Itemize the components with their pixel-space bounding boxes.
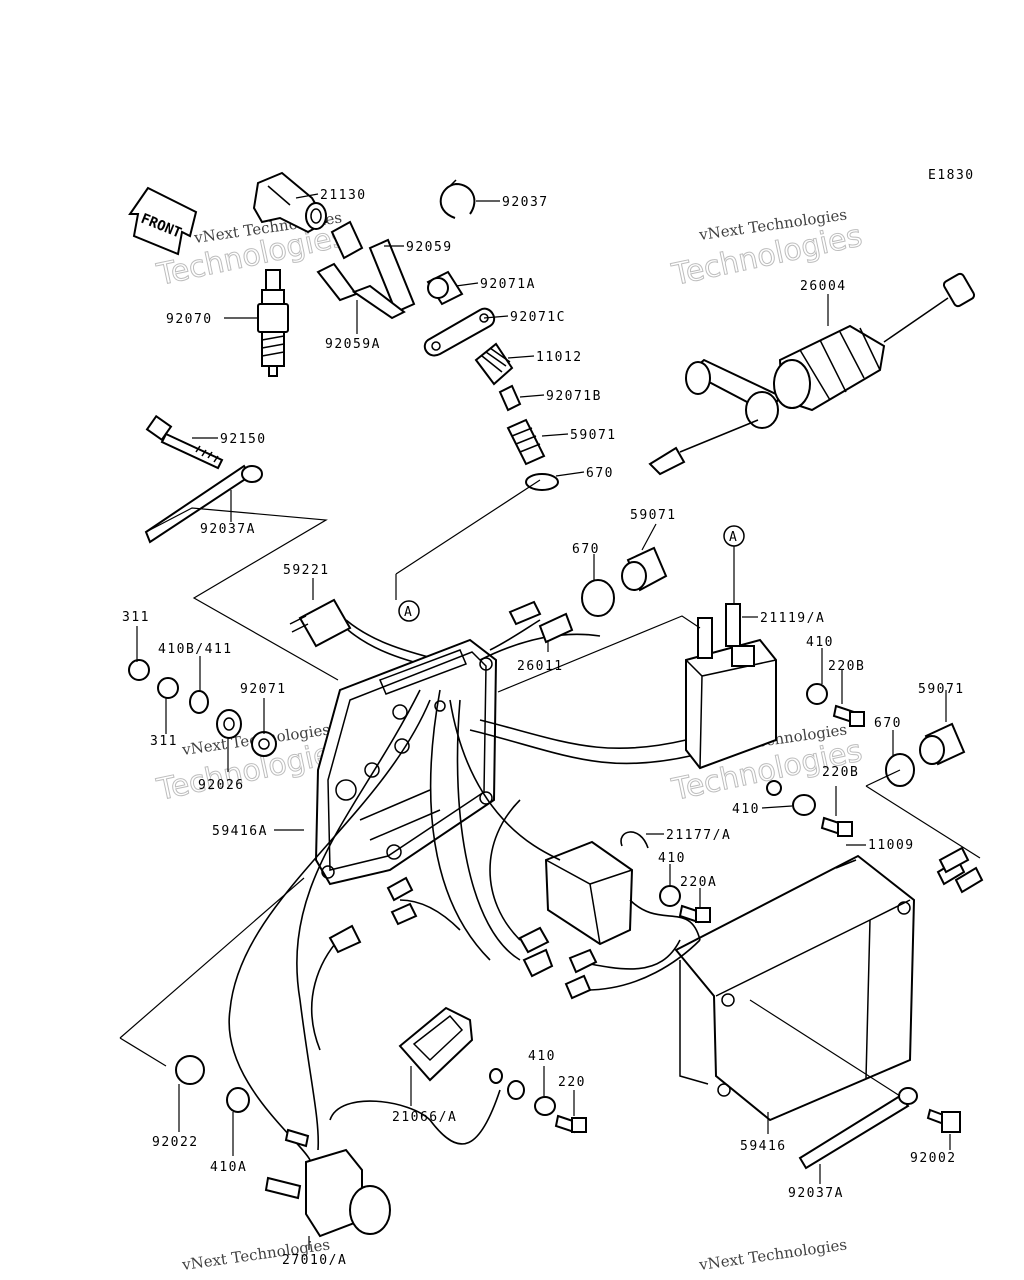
wiring-harness — [228, 619, 701, 1161]
box-cover-59416 — [674, 854, 916, 1122]
bolt-220B-b — [820, 816, 853, 837]
label-311-a: 311 — [122, 610, 150, 625]
label-92037A-left: 92037A — [200, 522, 256, 537]
label-92037A-right: 92037A — [788, 1186, 844, 1201]
part-labels: 21130 92037 92059 92070 92059A 92071A 92… — [122, 188, 965, 1268]
bolt-220 — [554, 1114, 587, 1134]
washer-410-mid — [659, 885, 681, 907]
label-92059A: 92059A — [325, 337, 381, 352]
starter-relay-27010A — [264, 1128, 391, 1238]
bolt-220A — [678, 904, 711, 924]
nut-311-b — [157, 677, 179, 699]
label-92002: 92002 — [910, 1151, 957, 1166]
label-59221: 59221 — [283, 563, 330, 578]
label-220B-b: 220B — [822, 765, 859, 780]
label-26004: 26004 — [800, 279, 847, 294]
grommet-92026 — [216, 709, 242, 739]
bolt-220B-a — [832, 704, 865, 727]
svg-text:A: A — [729, 530, 738, 545]
washer-410A — [226, 1087, 250, 1113]
label-311-b: 311 — [150, 734, 178, 749]
terminal-ring — [507, 1080, 525, 1100]
svg-text:A: A — [404, 605, 413, 620]
washer-92022 — [175, 1055, 205, 1085]
washer-small — [766, 780, 782, 796]
diagram-code: E1830 — [928, 168, 975, 183]
washer-410-right — [806, 683, 828, 705]
label-410A: 410A — [210, 1160, 247, 1175]
callout-a-right: A — [723, 525, 745, 547]
label-92022: 92022 — [152, 1135, 199, 1150]
label-670-right: 670 — [874, 716, 902, 731]
label-410B-411: 410B/411 — [158, 642, 233, 657]
washer-410B — [189, 690, 209, 714]
label-59416: 59416 — [740, 1139, 787, 1154]
label-410-lower: 410 — [732, 802, 760, 817]
o-ring-670-mid — [581, 579, 615, 617]
label-11009: 11009 — [868, 838, 915, 853]
ignition-coil-21119A — [685, 603, 777, 770]
label-27010A: 27010/A — [282, 1253, 347, 1268]
hose-92059 — [316, 220, 416, 320]
electric-box-59416A — [314, 638, 498, 886]
label-220: 220 — [558, 1075, 586, 1090]
clamp-92037-icon — [439, 182, 476, 219]
wire-terminals — [328, 600, 970, 1000]
label-26011: 26011 — [517, 659, 564, 674]
front-arrow-icon: FRONT — [128, 186, 198, 256]
label-670-top: 670 — [586, 466, 614, 481]
callout-a-left: A — [398, 600, 420, 622]
label-410-bottom: 410 — [528, 1049, 556, 1064]
label-92071B: 92071B — [546, 389, 602, 404]
watermark-text: vNext Technologies — [697, 1235, 848, 1274]
bolt-92150 — [145, 414, 224, 470]
label-21066A: 21066/A — [392, 1110, 457, 1125]
label-59071-right: 59071 — [918, 682, 965, 697]
label-410-mid: 410 — [658, 851, 686, 866]
washer-410-bottom — [534, 1096, 556, 1116]
label-410-right: 410 — [806, 635, 834, 650]
regulator-21066A — [398, 1006, 503, 1084]
bolt-92002 — [926, 1108, 961, 1133]
label-92071A: 92071A — [480, 277, 536, 292]
label-92070: 92070 — [166, 312, 213, 327]
coupling-tool-26004 — [648, 272, 976, 476]
nut-311-a — [128, 659, 150, 681]
label-92059: 92059 — [406, 240, 453, 255]
washer-410-lower — [792, 794, 816, 816]
label-92071: 92071 — [240, 682, 287, 697]
leader-lines — [119, 193, 981, 1250]
label-21119A: 21119/A — [760, 611, 825, 626]
label-220A: 220A — [680, 875, 717, 890]
cable-tie-92037A-left — [144, 464, 263, 544]
label-59071-mid: 59071 — [630, 508, 677, 523]
label-59416A: 59416A — [212, 824, 268, 839]
label-92150: 92150 — [220, 432, 267, 447]
grommet-92071 — [251, 731, 277, 757]
label-11012: 11012 — [536, 350, 583, 365]
label-21177A: 21177/A — [666, 828, 731, 843]
label-92071C: 92071C — [510, 310, 566, 325]
label-21130: 21130 — [320, 188, 367, 203]
label-92026: 92026 — [198, 778, 245, 793]
grommet-stack — [423, 270, 559, 491]
label-220B-a: 220B — [828, 659, 865, 674]
fitting-59071-mid — [621, 546, 668, 592]
fitting-59071-right — [919, 722, 966, 766]
label-670-mid: 670 — [572, 542, 600, 557]
cdi-unit-21177A — [544, 831, 649, 946]
label-92037: 92037 — [502, 195, 549, 210]
label-59071-top: 59071 — [570, 428, 617, 443]
spark-plug-cap — [252, 171, 328, 234]
spark-plug — [257, 269, 289, 377]
